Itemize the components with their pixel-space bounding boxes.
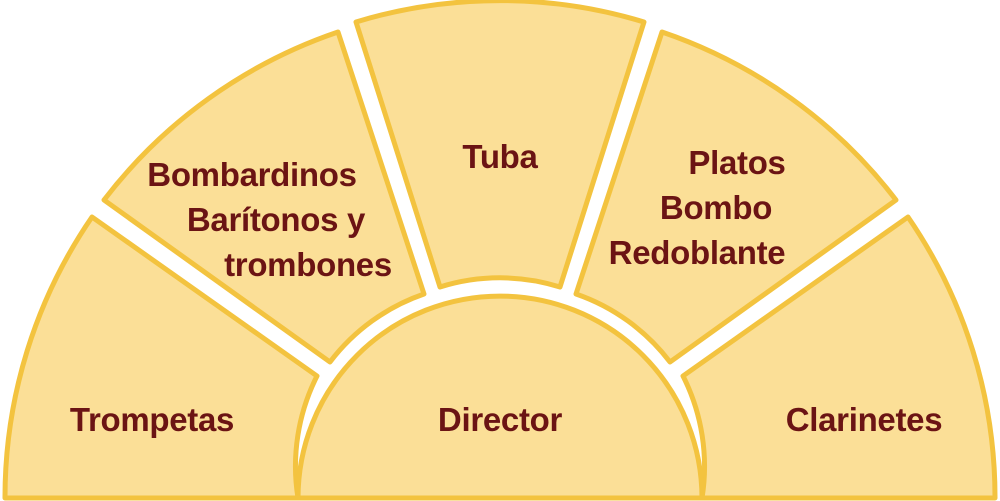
segment-trompetas bbox=[2, 214, 320, 501]
label-line: Clarinetes bbox=[786, 401, 943, 438]
label-line: Redoblante bbox=[609, 234, 786, 271]
label-clarinetes: Clarinetes bbox=[786, 401, 943, 438]
label-line: Platos bbox=[688, 144, 785, 181]
label-trompetas: Trompetas bbox=[70, 401, 234, 438]
segment-director bbox=[295, 293, 705, 501]
label-tuba: Tuba bbox=[462, 138, 538, 175]
label-line: Bombo bbox=[660, 189, 772, 226]
segment-clarinetes bbox=[680, 214, 998, 501]
segment-tuba bbox=[353, 0, 647, 290]
segment-percusion bbox=[573, 29, 899, 365]
segment-bombardinos bbox=[101, 29, 427, 365]
label-line: Trompetas bbox=[70, 401, 234, 438]
label-director: Director bbox=[438, 401, 563, 438]
label-line: Tuba bbox=[462, 138, 538, 175]
label-line: trombones bbox=[224, 246, 392, 283]
label-line: Bombardinos bbox=[147, 156, 356, 193]
label-line: Director bbox=[438, 401, 563, 438]
label-line: Barítonos y bbox=[187, 201, 366, 238]
